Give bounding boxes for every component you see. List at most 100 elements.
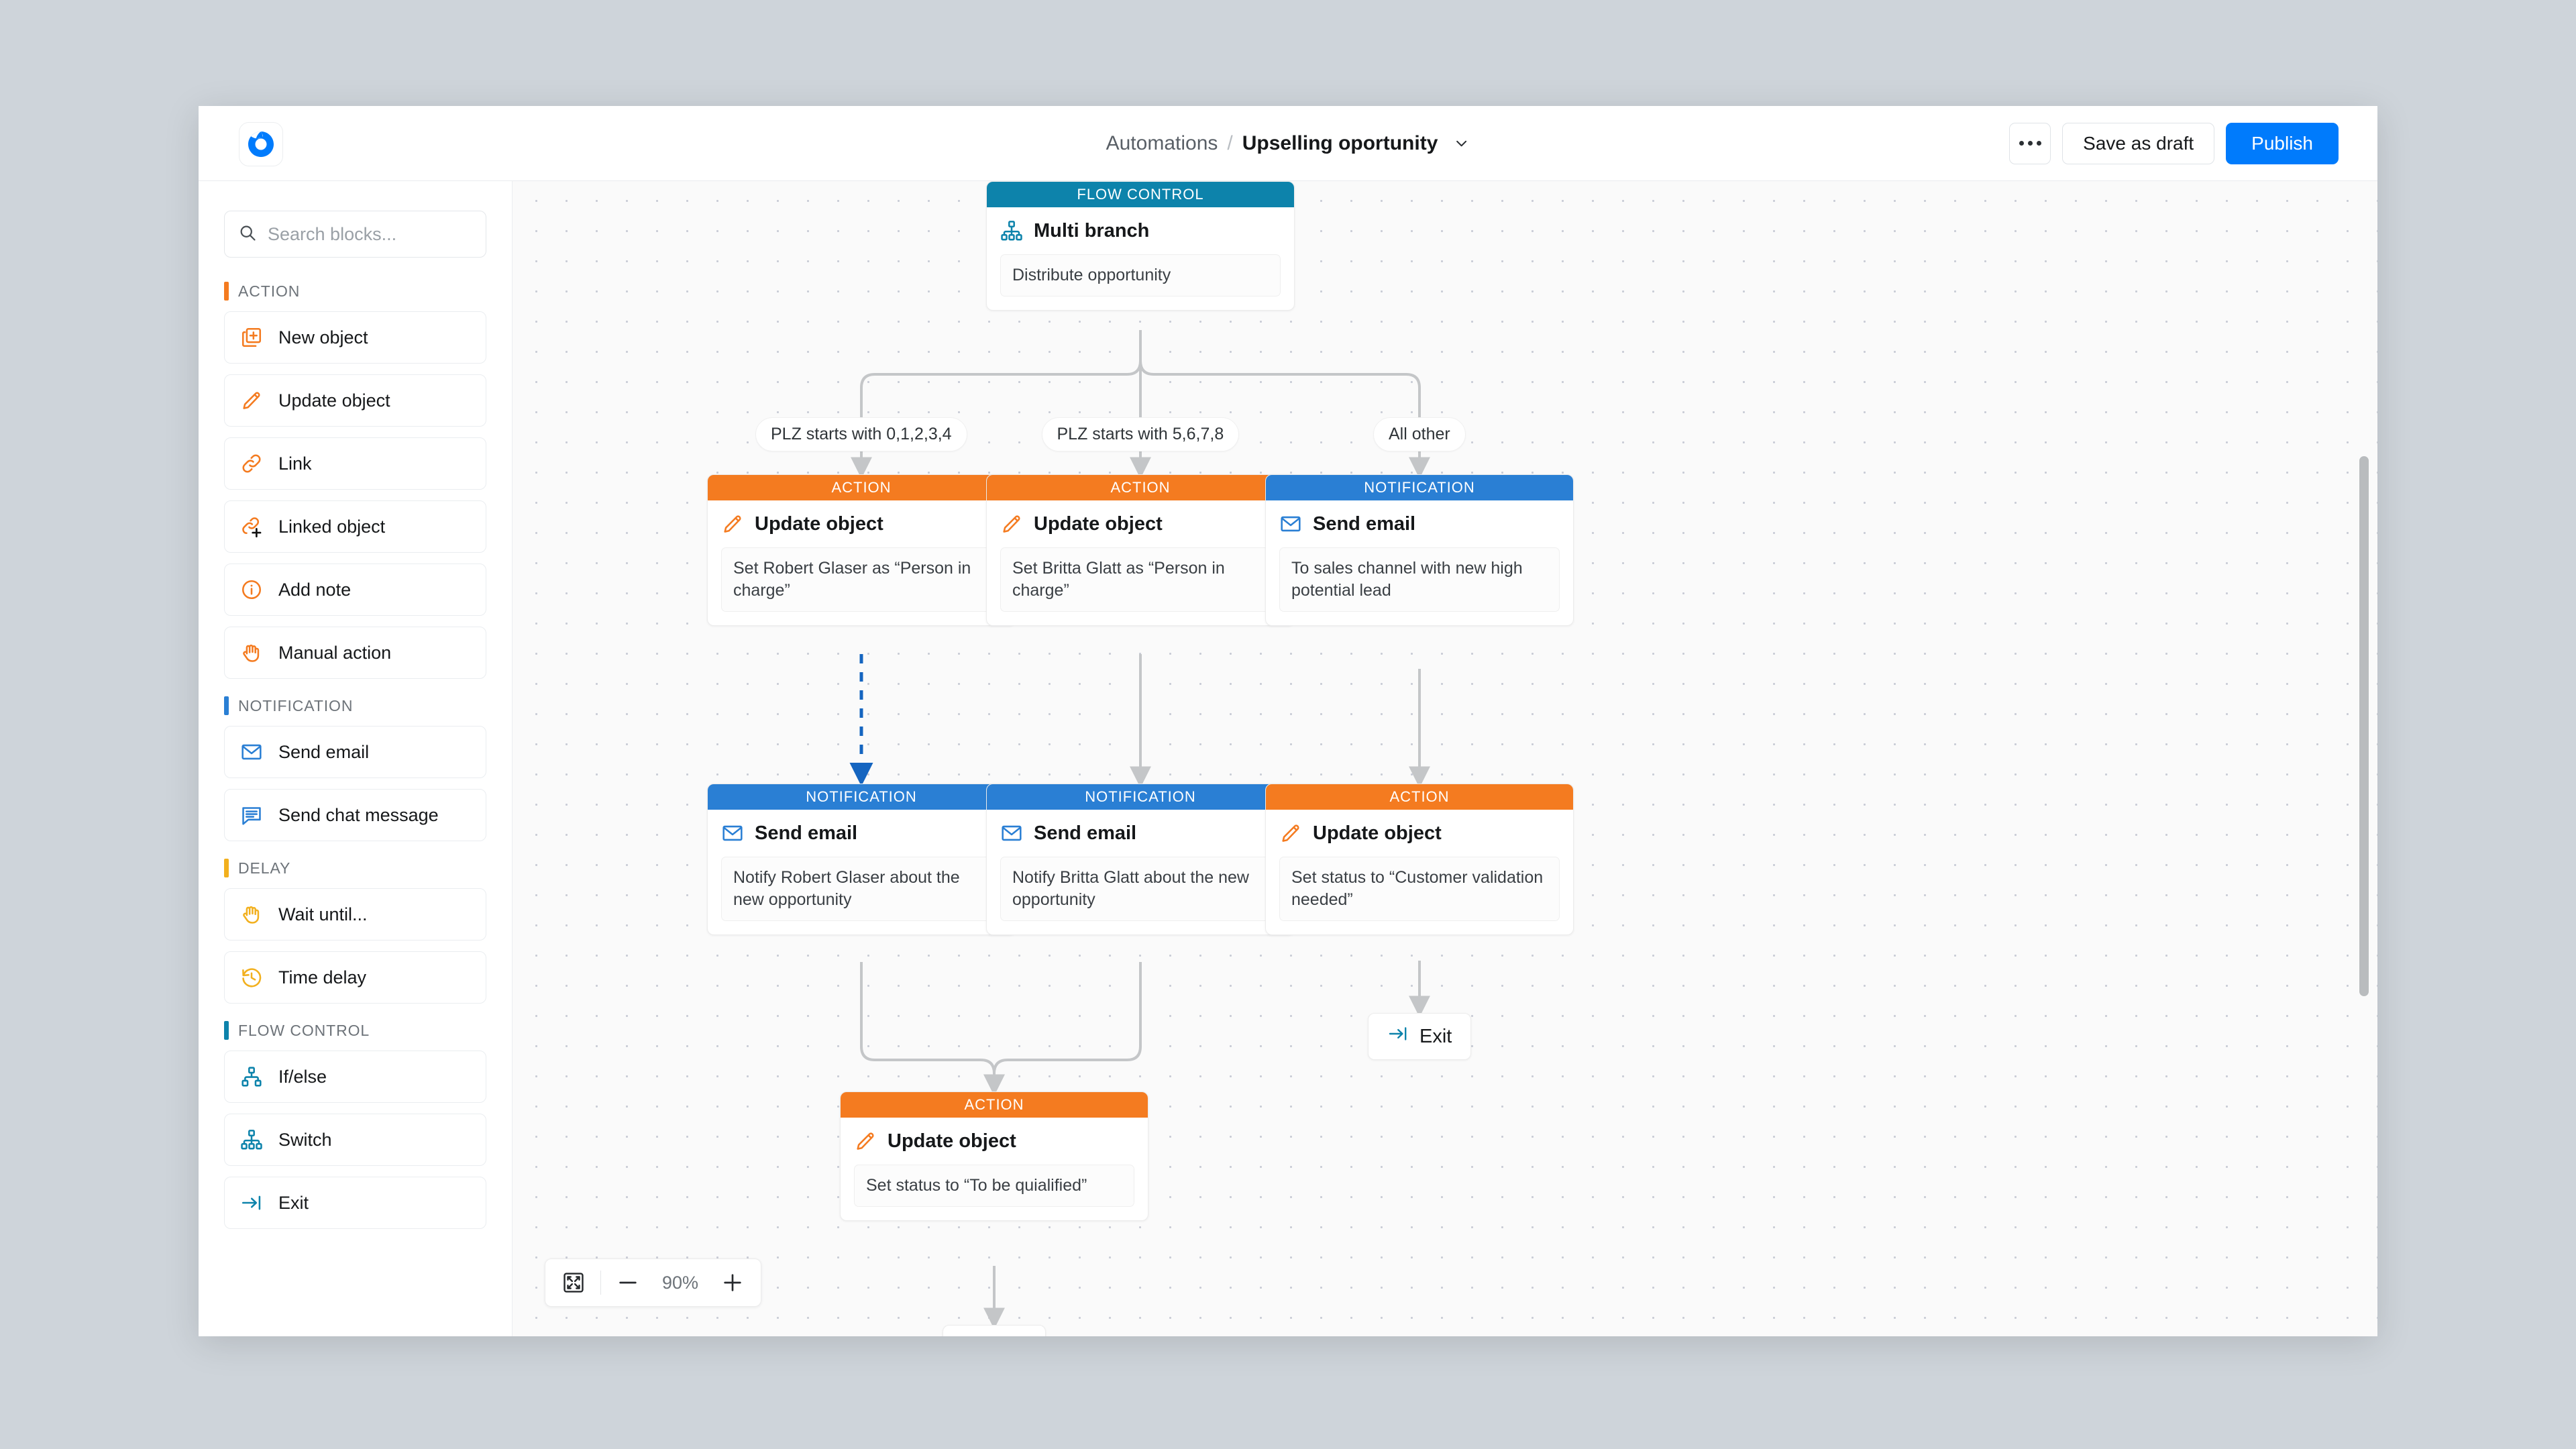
sidebar-group-header: DELAY [224,859,486,877]
sidebar-block-label: New object [278,327,368,347]
node-description[interactable]: Set Robert Glaser as “Person in charge” [721,547,1002,612]
sidebar-group-header: ACTION [224,282,486,301]
node-title-row: Send email [721,822,1002,845]
exit-icon [1387,1023,1409,1050]
sidebar-block-if-else[interactable]: If/else [224,1051,486,1103]
exit-node-2[interactable]: Exit [943,1325,1046,1336]
node-description[interactable]: To sales channel with new high potential… [1279,547,1560,612]
sidebar-block-manual-action[interactable]: Manual action [224,627,486,679]
branch-label-3[interactable]: All other [1373,417,1466,451]
group-accent-bar [224,1021,229,1040]
node-description[interactable]: Notify Britta Glatt about the new opport… [1000,857,1281,921]
sidebar-block-send-email[interactable]: Send email [224,726,486,778]
node-description[interactable]: Set Britta Glatt as “Person in charge” [1000,547,1281,612]
pencil-icon [854,1130,877,1152]
sidebar-block-link[interactable]: Link [224,437,486,490]
sidebar-block-send-chat-message[interactable]: Send chat message [224,789,486,841]
sidebar-block-add-note[interactable]: Add note [224,564,486,616]
sidebar-block-wait-until[interactable]: Wait until... [224,888,486,941]
node-title-row: Update object [1000,513,1281,535]
save-as-draft-button[interactable]: Save as draft [2062,122,2215,164]
node-title: Send email [1034,822,1137,844]
app-logo[interactable] [239,122,283,166]
sidebar-block-label: Send email [278,741,370,762]
sidebar-block-label: Add note [278,579,352,600]
sidebar-block-label: Wait until... [278,904,368,924]
node-title-row: Update object [854,1130,1134,1152]
node-title: Send email [1313,513,1416,535]
sidebar-block-label: Time delay [278,967,367,987]
exit-node-1[interactable]: Exit [1368,1013,1472,1060]
link-plus-icon [239,515,264,539]
node-type-badge: NOTIFICATION [987,784,1294,810]
sidebar-block-update-object[interactable]: Update object [224,374,486,427]
sidebar-block-label: Exit [278,1192,309,1213]
sidebar-block-label: Update object [278,390,390,411]
publish-button[interactable]: Publish [2226,122,2339,164]
sidebar-block-exit[interactable]: Exit [224,1177,486,1229]
ellipsis-dot [2019,141,2024,146]
flow-connectors [849,330,1430,1330]
branch-3-icon [1000,219,1023,242]
sidebar-group-header: NOTIFICATION [224,696,486,715]
sidebar-block-label: Linked object [278,516,386,537]
fit-to-screen-icon[interactable] [560,1269,587,1296]
node-title: Multi branch [1034,219,1150,241]
node-description[interactable]: Set status to “To be quialified” [854,1165,1134,1207]
search-blocks-field[interactable] [224,211,486,258]
pencil-icon [239,388,264,413]
sidebar-block-new-object[interactable]: New object [224,311,486,364]
sidebar-group-label: FLOW CONTROL [238,1021,370,1039]
sidebar-block-linked-object[interactable]: Linked object [224,500,486,553]
sidebar-group-label: DELAY [238,859,291,877]
sidebar-block-switch[interactable]: Switch [224,1114,486,1166]
node-title-row: Update object [721,513,1002,535]
node-title-row: Send email [1000,822,1281,845]
node-description[interactable]: Notify Robert Glaser about the new oppor… [721,857,1002,921]
zoom-control: 90% [545,1258,761,1307]
node-description[interactable]: Distribute opportunity [1000,254,1281,297]
page-title: Upselling oportunity [1242,131,1438,154]
zoom-level-label: 90% [661,1272,699,1293]
sidebar-group-label: NOTIFICATION [238,696,354,714]
branch-label-1[interactable]: PLZ starts with 0,1,2,3,4 [755,417,967,451]
breadcrumb-parent[interactable]: Automations [1106,131,1218,154]
sidebar-block-time-delay[interactable]: Time delay [224,951,486,1004]
chevron-down-icon[interactable] [1452,135,1470,152]
node-description[interactable]: Set status to “Customer validation neede… [1279,857,1560,921]
zoom-in-button[interactable] [719,1269,746,1296]
search-input[interactable] [268,223,472,245]
node-title-row: Update object [1279,822,1560,845]
app-window: Automations / Upselling oportunity Save … [199,106,2377,1336]
node-title: Update object [888,1130,1016,1152]
sidebar-group-label: ACTION [238,282,301,300]
node-type-badge: ACTION [987,475,1294,500]
zoom-out-button[interactable] [614,1269,641,1296]
divider [600,1271,601,1295]
pencil-icon [721,513,744,535]
canvas-vertical-scrollbar[interactable] [2359,456,2369,996]
info-circle-icon [239,578,264,602]
branch-label-2[interactable]: PLZ starts with 5,6,7,8 [1041,417,1240,451]
envelope-icon [721,822,744,845]
hand-stop-icon [239,902,264,926]
node-title-row: Send email [1279,513,1560,535]
more-options-button[interactable] [2009,122,2051,164]
group-accent-bar [224,282,229,301]
